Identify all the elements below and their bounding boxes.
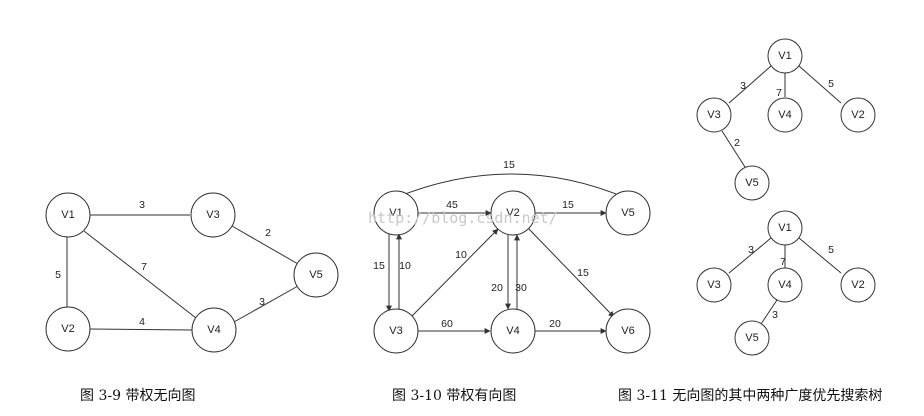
figure-3-11-tree-b: V1 V3 V4 V2 V5 3 7 5 3 (696, 210, 876, 356)
edge-v1-v4 (83, 230, 197, 319)
weight-v1-v2: 5 (55, 269, 61, 281)
node-v4 (767, 97, 803, 133)
node-v5-label: V5 (309, 269, 322, 281)
node-v3-label: V3 (707, 109, 720, 121)
node-v2-label: V2 (506, 207, 519, 219)
weight-v1-v2: 5 (828, 78, 834, 90)
node-v3-label: V3 (707, 279, 720, 291)
watermark: http://blog.csdn.net/ (368, 209, 558, 227)
node-v2 (45, 306, 91, 352)
weight-v1-v2: 45 (446, 199, 458, 211)
node-v1-label: V1 (778, 50, 791, 62)
node-v5 (734, 165, 770, 201)
weight-v4-v6: 20 (549, 318, 561, 330)
node-v1-label: V1 (778, 222, 791, 234)
weight-v1-v3: 3 (139, 199, 145, 211)
edge-v2-v6 (526, 226, 615, 318)
edge-v1-v5-arc (394, 173, 627, 199)
weight-v2-v6: 15 (577, 267, 589, 279)
node-v1 (373, 190, 419, 236)
node-v4 (767, 267, 803, 303)
node-v5-label: V5 (621, 207, 634, 219)
edge-v3-v5 (721, 130, 746, 168)
figure-3-11-tree-a: V1 V3 V4 V2 V5 3 7 5 2 (696, 38, 876, 201)
weight-v3-v1: 10 (399, 260, 411, 272)
node-v4-label: V4 (506, 325, 519, 337)
figure-3-9: V1 V3 V5 V2 V4 3 5 7 2 4 3 (45, 192, 339, 353)
edge-v1-v2 (798, 65, 842, 104)
weight-v4-v5: 3 (772, 309, 778, 321)
weight-v2-v4: 4 (139, 316, 145, 328)
weight-v1-v4: 7 (780, 256, 786, 268)
edge-v3-v2 (410, 228, 499, 318)
node-v1-label: V1 (389, 207, 402, 219)
weight-v2-v5: 15 (562, 199, 574, 211)
weight-v1-v3: 3 (748, 244, 754, 256)
node-v1-label: V1 (61, 209, 74, 221)
node-v2-label: V2 (851, 279, 864, 291)
node-v3-label: V3 (389, 325, 402, 337)
node-v2 (490, 190, 536, 236)
caption-fig-3-11: 图 3-11 无向图的其中两种广度优先搜索树 (618, 388, 883, 404)
node-v4-label: V4 (207, 324, 220, 336)
node-v3-label: V3 (206, 209, 219, 221)
weight-v4-v5: 3 (259, 296, 265, 308)
node-v2 (840, 267, 876, 303)
figure-3-10: V1 V2 V5 V3 V4 V6 15 45 15 15 10 10 20 3… (368, 159, 651, 354)
node-v5-label: V5 (745, 332, 758, 344)
weight-v1-v3: 15 (373, 260, 385, 272)
node-v5 (293, 252, 339, 298)
node-v3 (696, 97, 732, 133)
weight-v4-v2: 30 (515, 282, 527, 294)
edge-v4-v5 (760, 299, 778, 325)
node-v1 (767, 210, 803, 246)
caption-fig-3-10: 图 3-10 带权有向图 (392, 388, 517, 404)
edge-v2-v4 (88, 328, 193, 331)
weight-v3-v5: 2 (734, 137, 740, 149)
caption-fig-3-9: 图 3-9 带权无向图 (80, 388, 196, 404)
node-v1 (767, 38, 803, 74)
edge-v4-v5 (233, 285, 299, 323)
node-v3 (696, 267, 732, 303)
weight-v1-v5-arc: 15 (503, 159, 515, 171)
node-v2-label: V2 (851, 109, 864, 121)
weight-v2-v4: 20 (491, 282, 503, 294)
node-v4-label: V4 (778, 279, 791, 291)
node-v4 (490, 308, 536, 354)
node-v5 (734, 320, 770, 356)
edge-v1-v2 (798, 237, 842, 274)
node-v5-label: V5 (745, 177, 758, 189)
weight-v3-v4: 60 (441, 318, 453, 330)
node-v2 (840, 97, 876, 133)
node-v2-label: V2 (61, 323, 74, 335)
weight-v1-v2: 5 (828, 244, 834, 256)
node-v3 (190, 192, 236, 238)
node-v3 (373, 308, 419, 354)
weight-v1-v4: 7 (141, 261, 147, 273)
node-v5 (605, 190, 651, 236)
weight-v3-v5: 2 (265, 227, 271, 239)
node-v1 (45, 192, 91, 238)
node-v6 (605, 308, 651, 354)
edge-v3-v5 (231, 225, 299, 265)
weight-v1-v4: 7 (776, 87, 782, 99)
weight-v3-v2: 10 (455, 249, 467, 261)
node-v4-label: V4 (778, 109, 791, 121)
weight-v1-v3: 3 (740, 80, 746, 92)
edge-v1-v3 (728, 237, 772, 274)
node-v4 (191, 307, 237, 353)
edge-v1-v3 (728, 65, 772, 104)
node-v6-label: V6 (621, 325, 634, 337)
